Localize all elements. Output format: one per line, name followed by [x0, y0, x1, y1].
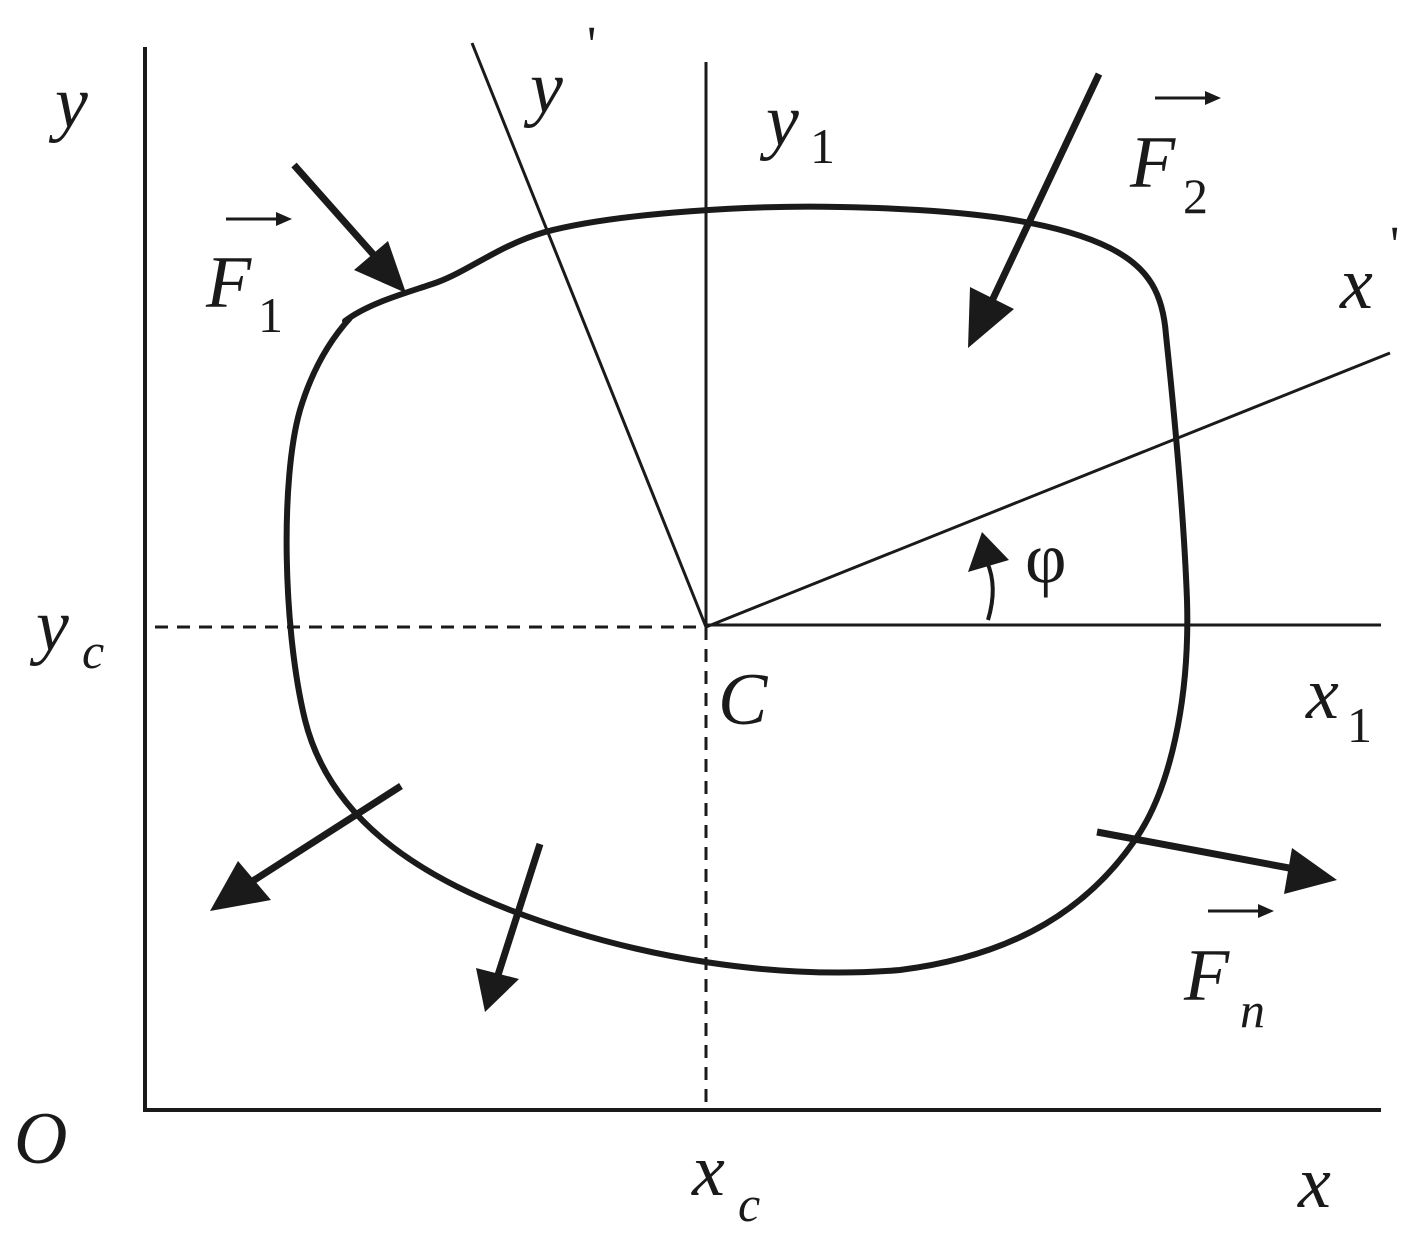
svg-text:y: y	[523, 47, 563, 129]
svg-text:': '	[587, 17, 596, 74]
svg-text:2: 2	[1183, 168, 1208, 224]
y-axis-label: y	[48, 62, 88, 144]
svg-text:F: F	[1183, 935, 1230, 1017]
force-left-arrowhead	[210, 861, 271, 911]
svg-text:F: F	[205, 242, 252, 324]
force-f1-shaft	[291, 162, 383, 265]
f2-label: F 2	[1129, 91, 1221, 224]
svg-text:x: x	[1305, 653, 1339, 735]
y-prime-label: y '	[523, 17, 596, 129]
svg-text:x: x	[1339, 243, 1373, 325]
svg-text:c: c	[82, 623, 104, 679]
force-left-shaft	[243, 783, 403, 889]
svg-text:1: 1	[1347, 697, 1372, 753]
force-bottom-arrowhead	[476, 968, 519, 1012]
fn-label: F n	[1183, 904, 1274, 1038]
force-fn-shaft	[1096, 828, 1301, 874]
x-prime-label: x '	[1339, 217, 1399, 325]
xc-label: x c	[691, 1130, 760, 1232]
force-fn-arrowhead	[1284, 848, 1337, 894]
force-f1-arrowhead	[354, 241, 406, 293]
body-contour	[283, 203, 1191, 976]
svg-text:1: 1	[810, 118, 835, 174]
svg-text:x: x	[691, 1130, 725, 1212]
svg-text:': '	[1390, 217, 1399, 274]
f1-label: F 1	[205, 212, 292, 343]
origin-label: O	[14, 1098, 67, 1180]
svg-text:y: y	[759, 80, 799, 162]
contour-kink	[344, 317, 350, 323]
svg-text:1: 1	[258, 287, 283, 343]
center-label: C	[718, 659, 769, 741]
force-f2-arrowhead	[968, 287, 1014, 348]
angle-phi-label: φ	[1025, 518, 1067, 598]
svg-text:c: c	[738, 1176, 760, 1232]
y1-label: y 1	[759, 80, 835, 174]
force-bottom-shaft	[494, 842, 544, 977]
force-f2-shaft	[986, 72, 1103, 307]
x-axis-label: x	[1297, 1142, 1331, 1224]
y-prime-axis	[470, 42, 708, 628]
angle-phi-arrowhead	[968, 532, 1009, 572]
x-prime-axis	[705, 351, 1391, 629]
svg-text:n: n	[1240, 982, 1265, 1038]
svg-text:y: y	[29, 585, 69, 667]
yc-label: y c	[29, 585, 104, 679]
svg-text:F: F	[1129, 122, 1176, 204]
angle-phi-arc	[985, 561, 995, 621]
x1-label: x 1	[1305, 653, 1372, 753]
